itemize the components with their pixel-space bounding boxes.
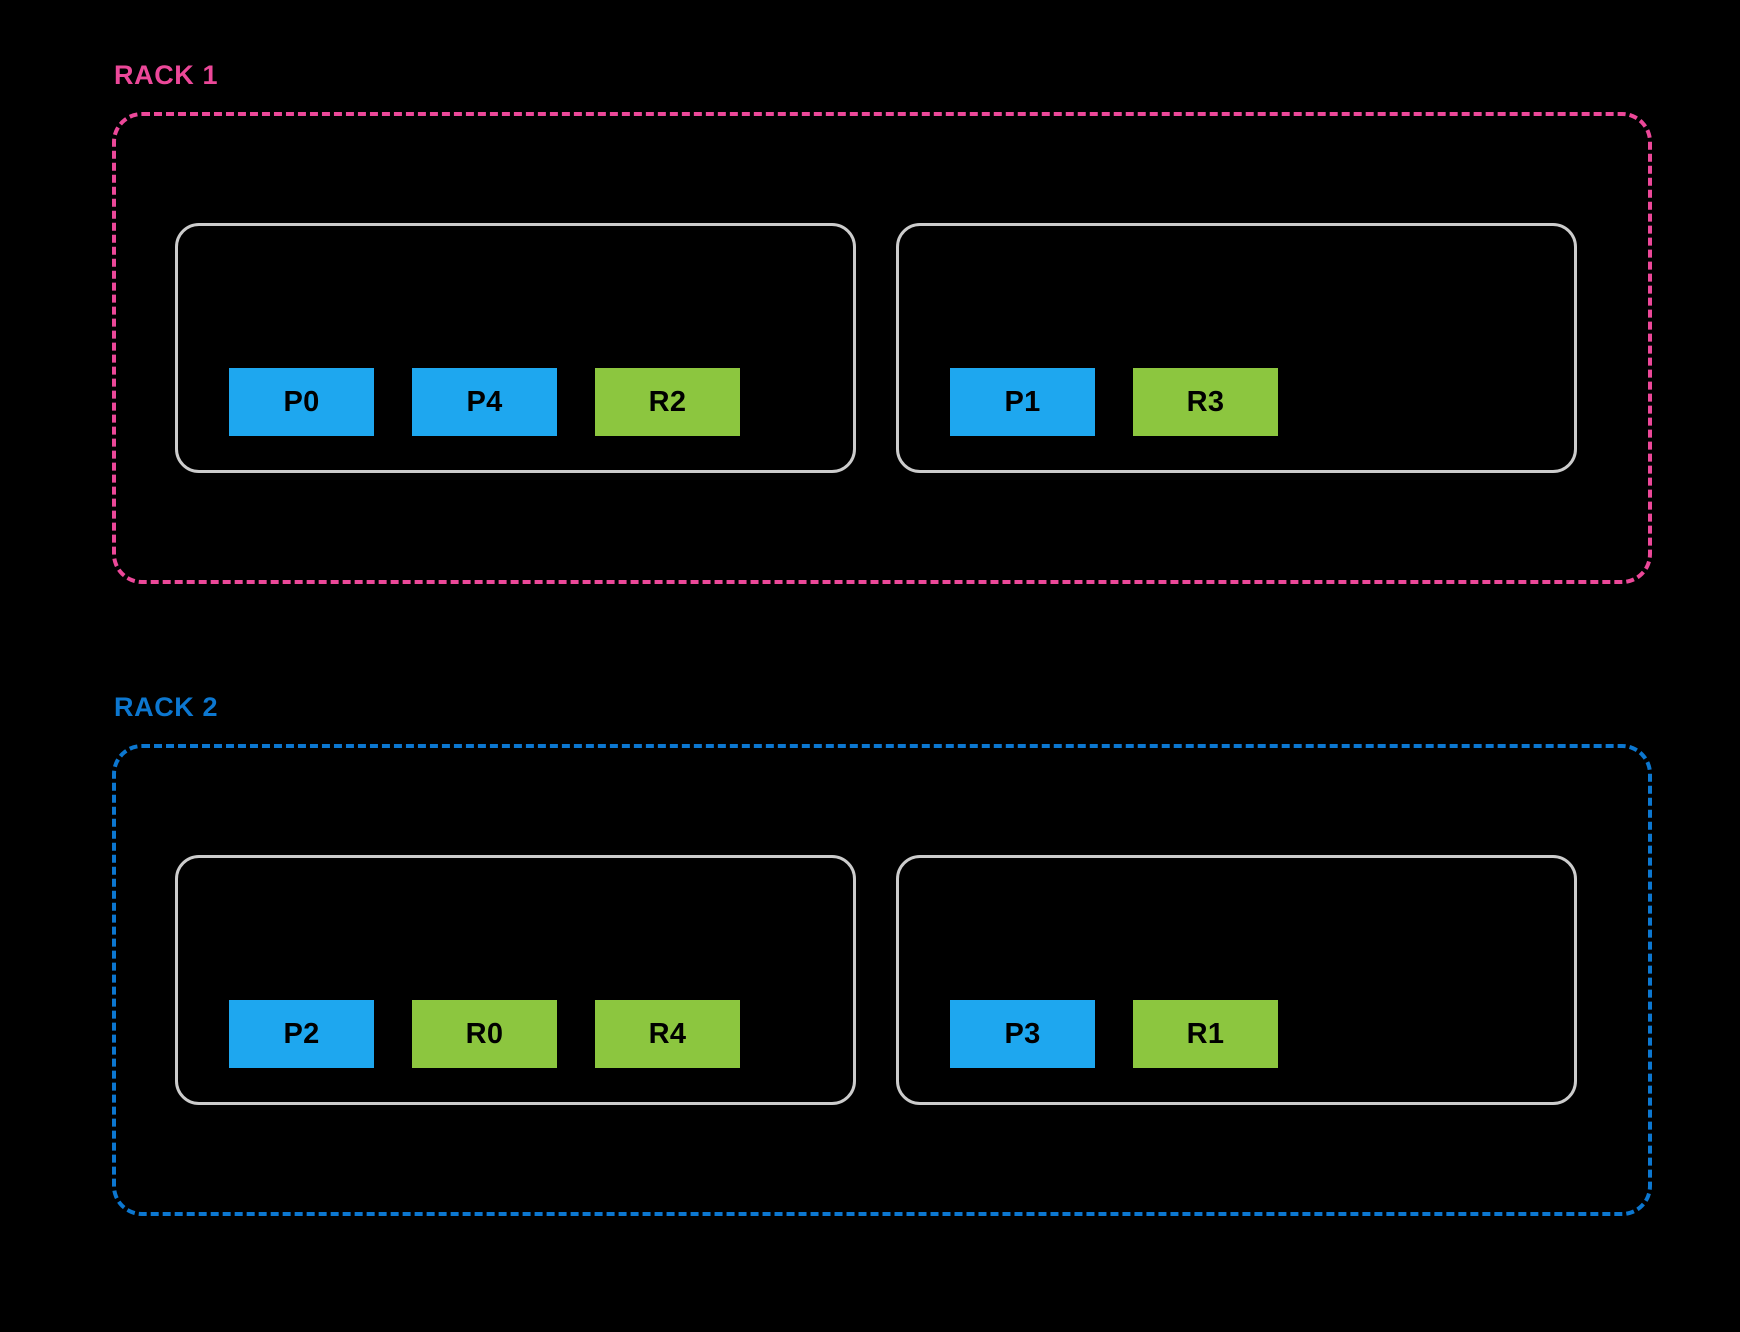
chip-p3[interactable]: P3	[950, 1000, 1095, 1068]
node-2-2: P3 R1	[896, 855, 1577, 1105]
chip-r3[interactable]: R3	[1133, 368, 1278, 436]
chip-r1[interactable]: R1	[1133, 1000, 1278, 1068]
rack-group-1: RACK 1 P0 P4 R2 P1 R3	[112, 62, 1661, 584]
chip-r2[interactable]: R2	[595, 368, 740, 436]
node-2-1: P2 R0 R4	[175, 855, 856, 1105]
rack-label-2: RACK 2	[114, 692, 219, 722]
rack-group-2: RACK 2 P2 R0 R4 P3 R1	[112, 694, 1661, 1216]
chip-p0[interactable]: P0	[229, 368, 374, 436]
node-1-2: P1 R3	[896, 223, 1577, 473]
chip-r0[interactable]: R0	[412, 1000, 557, 1068]
rack-label-1: RACK 1	[114, 60, 219, 90]
chip-p4[interactable]: P4	[412, 368, 557, 436]
node-row-1: P0 P4 R2 P1 R3	[116, 116, 1648, 580]
chip-p1[interactable]: P1	[950, 368, 1095, 436]
rack-boundary-1: P0 P4 R2 P1 R3	[112, 112, 1652, 584]
node-1-1: P0 P4 R2	[175, 223, 856, 473]
chip-p2[interactable]: P2	[229, 1000, 374, 1068]
rack-boundary-2: P2 R0 R4 P3 R1	[112, 744, 1652, 1216]
node-row-2: P2 R0 R4 P3 R1	[116, 748, 1648, 1212]
chip-r4[interactable]: R4	[595, 1000, 740, 1068]
